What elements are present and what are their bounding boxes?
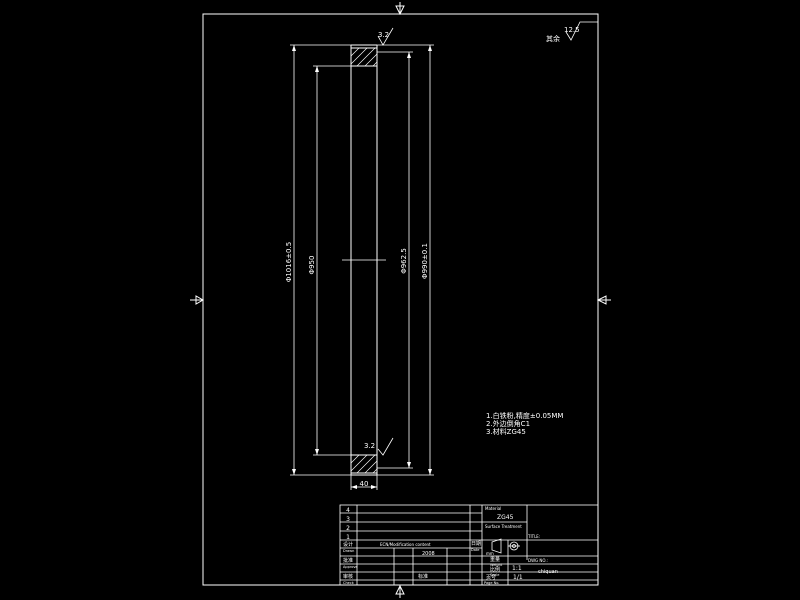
modification-label: ECN/Modification content	[380, 542, 431, 547]
drawn-label: 设计	[343, 541, 353, 548]
dimension-arrows	[292, 45, 432, 489]
projection-symbol-icon	[491, 538, 520, 554]
dim-outer-diameter: Φ1016±0.5	[285, 242, 293, 282]
weight-sub: Weight	[490, 563, 503, 567]
hatch-top	[350, 47, 378, 67]
drawing-frame	[202, 13, 599, 586]
unit-label: mm	[486, 551, 494, 556]
roughness-general-note: 其余	[546, 34, 560, 43]
hatch-lines	[350, 47, 378, 474]
dim-962: Φ962.5	[400, 248, 408, 274]
check-sub: Check	[343, 581, 355, 585]
drawing-no-label: DWG NO.:	[528, 558, 548, 563]
standard-label: 标准	[418, 573, 428, 580]
row-num-3: 3	[346, 516, 350, 523]
drawing-no-value: chiquan	[538, 569, 558, 575]
roughness-general-value: 12.5	[564, 26, 580, 34]
title-block	[339, 504, 599, 586]
roughness-bottom: 3.2	[364, 442, 375, 450]
dim-thickness: 40	[360, 480, 369, 488]
centering-marks	[190, 2, 611, 598]
date-label: 日期	[471, 541, 481, 547]
scale-label: 比例	[490, 566, 500, 573]
page-sub: Page No.	[484, 581, 499, 585]
scale-sub: Scale	[490, 573, 499, 577]
roughness-symbols	[377, 21, 598, 456]
scale-value: 1:1	[512, 565, 522, 572]
note-3: 3.材料ZG45	[486, 427, 526, 436]
dim-950: Φ950	[308, 256, 316, 275]
hatch-bottom	[350, 454, 378, 474]
dim-990: Φ990±0.1	[421, 243, 429, 279]
row-num-1: 1	[346, 534, 350, 541]
approve-sub: Approve	[343, 565, 358, 569]
dimension-lines	[290, 44, 434, 490]
roughness-top: 3.2	[378, 31, 389, 39]
note-1: 1.白铁粉,精度±0.05MM	[486, 411, 563, 420]
date-sub: Date	[471, 548, 479, 552]
check-label: 审核	[343, 573, 353, 580]
weight-label: 重量	[490, 556, 500, 563]
page-label: 页号	[486, 575, 496, 581]
year-value: 2008	[422, 551, 435, 557]
material-label: Material	[485, 506, 501, 511]
row-num-2: 2	[346, 525, 350, 532]
title-label: TITLE:	[527, 534, 540, 539]
material-value: ZG45	[497, 514, 514, 521]
page-value: 1/1	[513, 574, 523, 581]
surface-label: Surface Treatment	[485, 524, 522, 529]
note-2: 2.外边倒角C1	[486, 419, 530, 428]
approve-label: 批准	[343, 557, 353, 564]
row-num-4: 4	[346, 507, 350, 514]
drawn-sub: Drawn	[343, 549, 354, 553]
